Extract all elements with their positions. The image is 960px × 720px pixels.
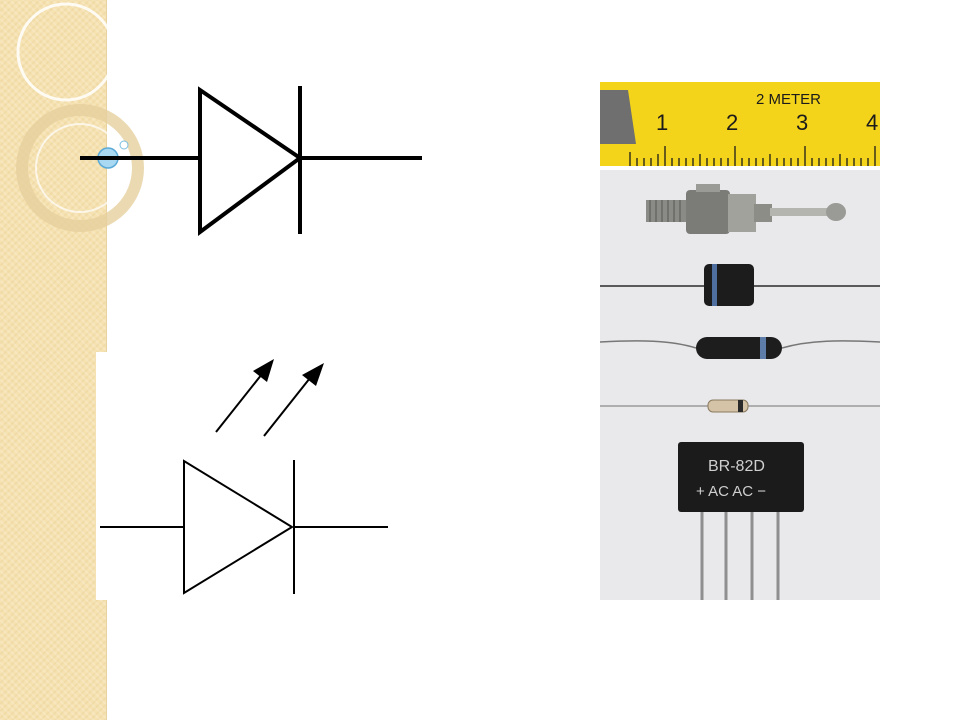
led-emission-arrowhead-2 xyxy=(302,363,324,386)
signal-diode-small xyxy=(600,399,880,413)
ruler-end-cap xyxy=(600,90,636,144)
diode-symbol xyxy=(80,86,422,236)
deco-dot-small xyxy=(119,140,129,150)
led-emission-arrow-2 xyxy=(263,377,311,437)
ruler-unit-label: 2 METER xyxy=(756,91,821,108)
diode-triangle xyxy=(198,86,304,236)
axial-diode-glass-black xyxy=(600,337,880,359)
ruler-number-3: 3 xyxy=(796,110,808,135)
ruler-number-1: 1 xyxy=(656,110,668,135)
led-emission-arrowhead-1 xyxy=(253,359,274,382)
led-symbol xyxy=(96,352,396,600)
bridge-rectifier: BR-82D + AC AC − xyxy=(678,442,804,600)
bridge-pin-label: + AC AC − xyxy=(696,483,766,500)
stud-mount-diode xyxy=(646,184,846,234)
led-triangle xyxy=(183,459,294,595)
led-emission-arrow-1 xyxy=(215,373,263,433)
diode-components-photo: 1 2 3 4 2 METER xyxy=(600,82,880,600)
deco-ring-large xyxy=(16,2,116,102)
deco-ring-inner xyxy=(35,123,125,213)
deco-ring-medium xyxy=(16,104,144,232)
ruler: 1 2 3 4 2 METER xyxy=(600,82,880,166)
ruler-number-4: 4 xyxy=(866,110,878,135)
ruler-number-2: 2 xyxy=(726,110,738,135)
axial-diode-black xyxy=(600,264,880,306)
bridge-model-label: BR-82D xyxy=(708,458,765,475)
